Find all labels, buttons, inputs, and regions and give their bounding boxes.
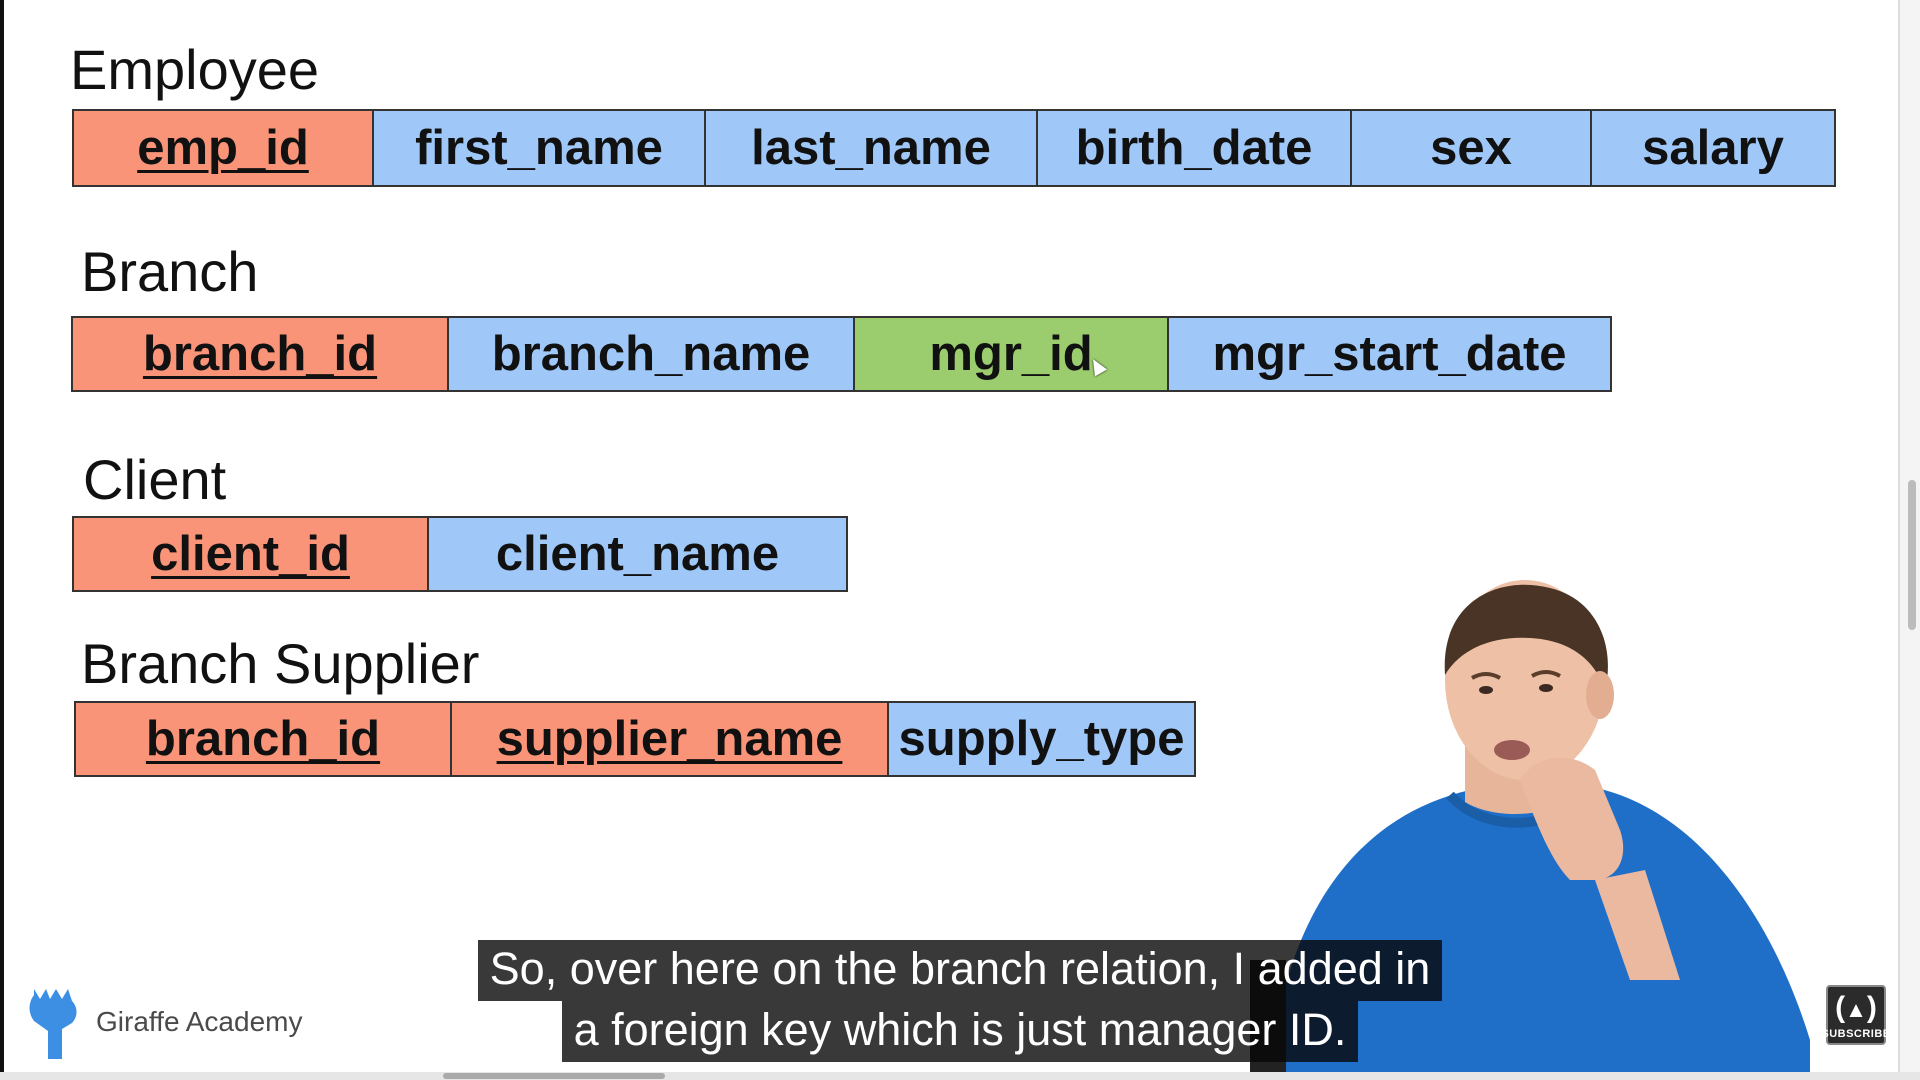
vertical-scrollbar[interactable]: [1898, 0, 1920, 1080]
relation-title-branch-supplier: Branch Supplier: [81, 632, 480, 695]
giraffe-academy-logo: Giraffe Academy: [24, 985, 302, 1059]
client-client-id: client_id: [74, 518, 429, 590]
captions: So, over here on the branch relation, I …: [0, 940, 1920, 1062]
relation-title-branch: Branch: [81, 240, 259, 303]
subscribe-button[interactable]: (▲) SUBSCRIBE: [1821, 985, 1890, 1045]
client-client-name: client_name: [429, 518, 846, 590]
freecodecamp-icon: (▲): [1835, 991, 1877, 1024]
relation-title-client: Client: [83, 448, 227, 511]
relation-client: client_id client_name: [72, 516, 848, 592]
caption-line-1: So, over here on the branch relation, I …: [477, 940, 1443, 1001]
horizontal-scroll-thumb[interactable]: [443, 1073, 665, 1079]
employee-emp-id: emp_id: [74, 111, 374, 185]
employee-first-name: first_name: [374, 111, 706, 185]
window-edge: [0, 0, 4, 1080]
horizontal-scrollbar[interactable]: [0, 1072, 1920, 1080]
branch-supplier-branch-id: branch_id: [76, 703, 452, 775]
relation-title-employee: Employee: [70, 38, 320, 101]
employee-salary: salary: [1592, 111, 1834, 185]
vertical-scroll-thumb[interactable]: [1908, 480, 1916, 630]
subscribe-label: SUBSCRIBE: [1821, 1028, 1891, 1040]
presenter-video: [1250, 580, 1810, 1080]
branch-mgr-id: mgr_id: [855, 318, 1169, 390]
employee-last-name: last_name: [706, 111, 1038, 185]
relation-branch: branch_id branch_name mgr_id mgr_start_d…: [71, 316, 1612, 392]
branch-mgr-start-date: mgr_start_date: [1169, 318, 1610, 390]
caption-line-2: a foreign key which is just manager ID.: [561, 1000, 1359, 1062]
employee-birth-date: birth_date: [1038, 111, 1352, 185]
relation-branch-supplier: branch_id supplier_name supply_type: [74, 701, 1196, 777]
branch-branch-id: branch_id: [73, 318, 449, 390]
branch-branch-name: branch_name: [449, 318, 855, 390]
logo-text: Giraffe Academy: [96, 1006, 303, 1037]
branch-supplier-supplier-name: supplier_name: [452, 703, 889, 775]
employee-sex: sex: [1352, 111, 1592, 185]
giraffe-icon: [29, 989, 77, 1059]
branch-supplier-supply-type: supply_type: [889, 703, 1194, 775]
relation-employee: emp_id first_name last_name birth_date s…: [72, 109, 1836, 187]
